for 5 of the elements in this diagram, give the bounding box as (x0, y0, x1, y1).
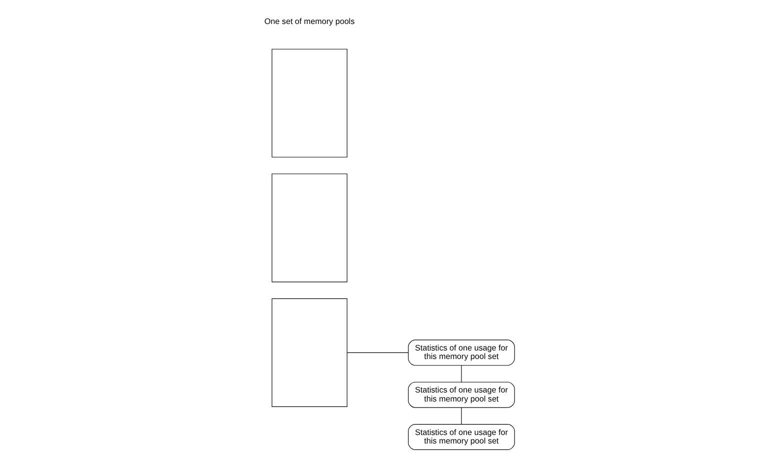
connector (460, 364, 462, 382)
node-box (271, 298, 347, 406)
connector (460, 406, 462, 424)
node-box (271, 173, 347, 282)
node-box (271, 48, 347, 157)
